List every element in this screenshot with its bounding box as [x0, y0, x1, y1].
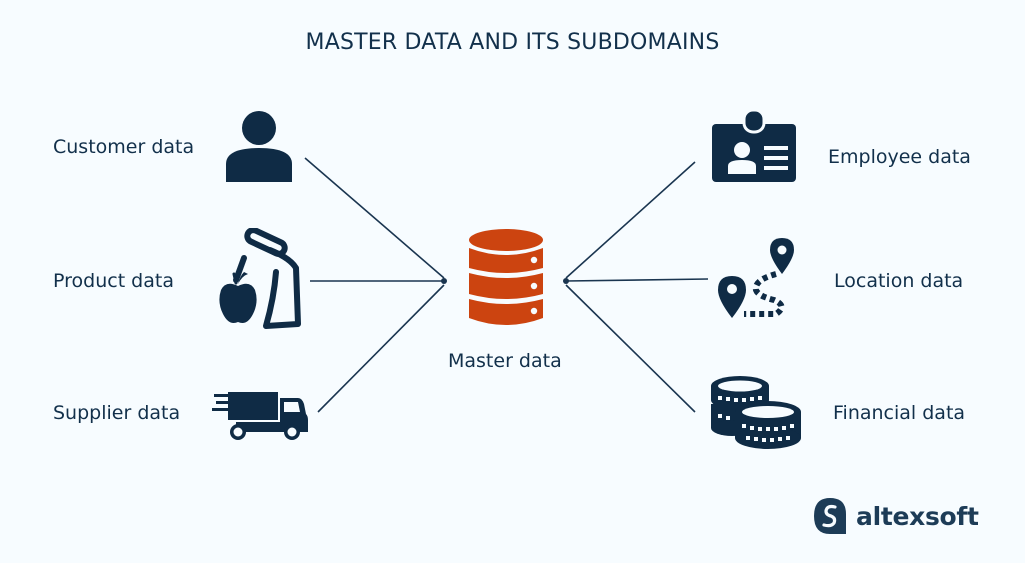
label-location-data: Location data — [834, 270, 964, 292]
connector-financial — [565, 284, 696, 413]
label-employee-data: Employee data — [828, 146, 971, 168]
label-master-data: Master data — [448, 350, 562, 372]
label-financial-data: Financial data — [833, 402, 966, 424]
id-badge-icon — [712, 110, 796, 182]
altexsoft-logo-icon — [814, 498, 846, 534]
connector-employee — [565, 161, 696, 279]
grocery-bag-apple-icon — [219, 228, 301, 329]
altexsoft-logo: altexsoft — [812, 496, 979, 536]
connector-location — [565, 278, 709, 282]
database-icon — [469, 229, 543, 325]
connector-hub-left — [441, 278, 447, 284]
label-product-data: Product data — [53, 270, 174, 292]
delivery-truck-icon — [212, 392, 308, 440]
label-customer-data: Customer data — [53, 136, 195, 158]
map-route-pins-icon — [718, 238, 794, 318]
coin-stacks-icon — [711, 376, 801, 449]
person-icon — [226, 111, 292, 182]
connector-supplier — [317, 284, 445, 413]
altexsoft-logo-text: altexsoft — [856, 501, 979, 531]
connector-hub-right — [563, 278, 569, 284]
diagram-title: MASTER DATA AND ITS SUBDOMAINS — [305, 30, 720, 55]
label-supplier-data: Supplier data — [53, 402, 181, 424]
connector-customer — [304, 157, 445, 279]
